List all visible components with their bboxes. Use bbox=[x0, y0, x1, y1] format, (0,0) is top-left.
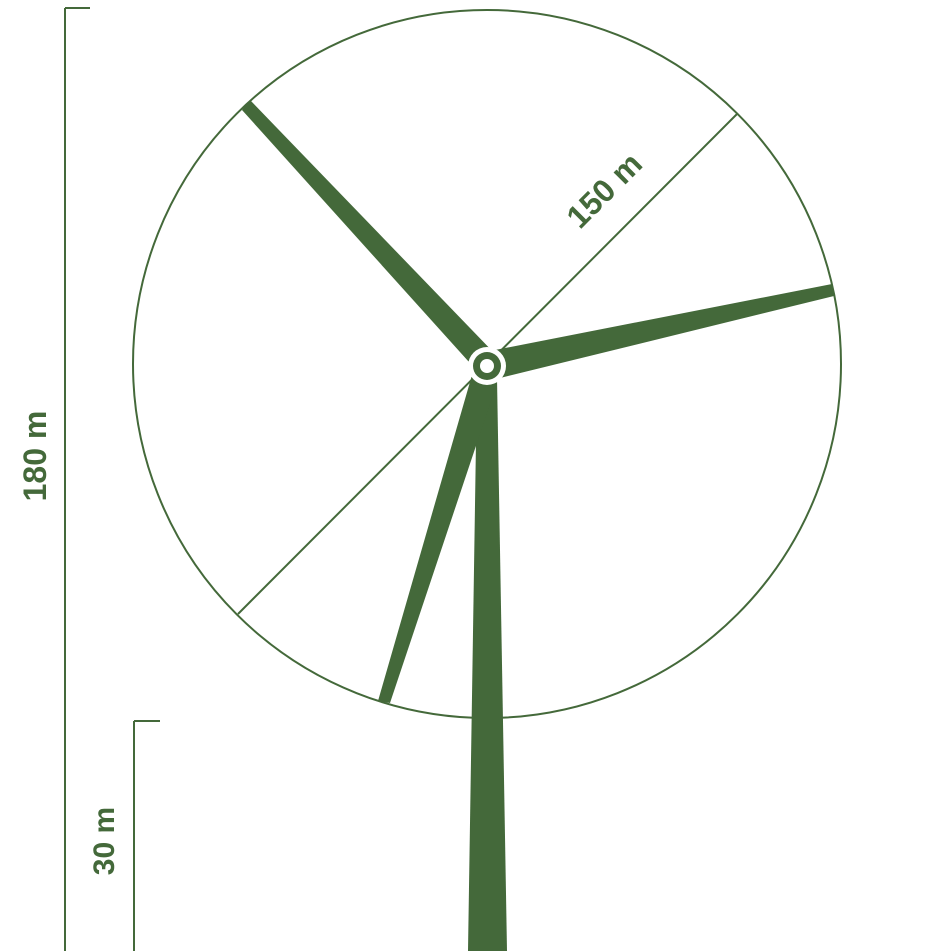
turbine-blade-lower bbox=[378, 375, 497, 703]
ground-clearance-bracket bbox=[133, 720, 160, 951]
ground-clearance-label: 30 m bbox=[88, 807, 121, 875]
turbine-blade-upper-left bbox=[242, 100, 498, 372]
turbine-blade-right bbox=[495, 284, 834, 378]
total-height-label: 180 m bbox=[17, 411, 53, 502]
total-height-bracket bbox=[64, 7, 90, 951]
rotor-diameter-label: 150 m bbox=[559, 145, 649, 235]
turbine-tower bbox=[468, 378, 507, 951]
turbine-hub bbox=[468, 347, 506, 385]
